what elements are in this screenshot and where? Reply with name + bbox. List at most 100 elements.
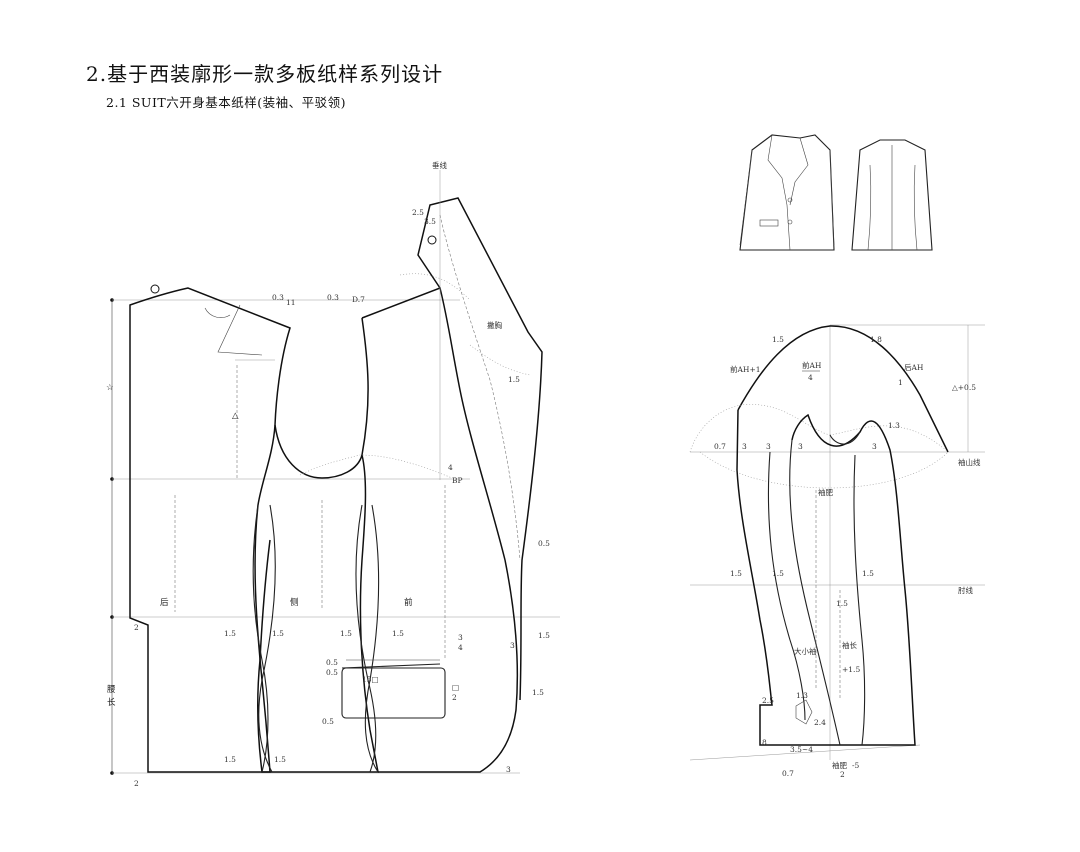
front-ah-label: 前AH+1 <box>730 364 761 374</box>
jacket-back-right-seam <box>913 164 918 251</box>
jacket-front-right-lapel <box>789 137 809 206</box>
elbow-line-label: 肘线 <box>958 585 973 595</box>
m-2-5: 2.5 <box>762 696 774 705</box>
m-frac-3: 3 <box>458 633 463 642</box>
front-neck-point <box>427 235 437 245</box>
center-line-label: 垂线 <box>432 160 447 170</box>
page-title: 2.基于西装廓形一款多板纸样系列设计 <box>86 62 444 86</box>
m-frac-4: 4 <box>458 643 463 652</box>
m-1-3b: 1.3 <box>796 691 808 700</box>
back-panel-outline <box>129 287 291 773</box>
under-sleeve-seam-3 <box>767 451 806 721</box>
front-armhole <box>361 317 369 456</box>
jacket-back-left-seam <box>867 164 872 251</box>
m-3-b: 3 <box>766 442 771 451</box>
label-chest: 撇胸 <box>487 320 502 330</box>
sleeve-width-label: 袖肥 <box>818 487 833 497</box>
m-8: 8 <box>762 738 767 747</box>
side-panel-outline <box>257 424 379 773</box>
m-1-5-n: 1.5 <box>862 569 874 578</box>
label-back: 后 <box>160 597 169 608</box>
m-0-3-11: 0.3 <box>272 293 284 302</box>
jacket-front-left-sleeve <box>739 149 753 246</box>
jacket-front-pocket <box>759 219 779 227</box>
sleeve-bottom-label-3: -5 <box>852 761 860 770</box>
jacket-back-outline <box>851 139 933 251</box>
m-d7: D.7 <box>352 295 365 304</box>
waist-length-label: 腰 <box>107 685 116 695</box>
back-shoulder-dart <box>217 304 263 356</box>
m-1-5-a: 1.5 <box>224 629 236 638</box>
cap-height-num: 前AH <box>802 360 822 370</box>
m-1-5-g: 1.5 <box>538 631 550 640</box>
side-seam-curve-2 <box>258 504 276 773</box>
jacket-front-outline <box>739 134 835 251</box>
m-1-5-l: 1.5 <box>730 569 742 578</box>
label-side: 侧 <box>290 597 299 608</box>
label-2-waist: 2 <box>134 623 139 632</box>
front-side-curve-2 <box>364 504 380 773</box>
cap-line-label: 袖山线 <box>958 457 981 467</box>
m-0-5-a: 0.5 <box>326 658 338 667</box>
jacket-front-left-lapel <box>767 134 791 251</box>
m-1-5-i: 1.5 <box>508 375 520 384</box>
sleeve-under-cap-dotted <box>689 403 831 453</box>
back-dart-curve <box>204 307 231 318</box>
star-symbol: ☆ <box>106 383 114 393</box>
label-front: 前 <box>404 597 413 608</box>
m-3-d: 3 <box>872 442 877 451</box>
body-pattern: ☆ 腰 长 2 2 △ 后 0.3 11 侧 <box>106 160 560 788</box>
under-sleeve-seam-1 <box>789 439 841 746</box>
m-1-5-top: 1.5 <box>772 335 784 344</box>
m-3-5-4: 3.5~4 <box>790 745 813 754</box>
m-1-5-e: 1.5 <box>224 755 236 764</box>
m-1: 1 <box>898 378 903 387</box>
sleeve-bottom-guide <box>689 744 921 761</box>
m-0-5-c: 0.5 <box>322 717 334 726</box>
m-15: 15□ <box>362 675 379 684</box>
sleeve-bottom-label: 袖肥 <box>832 760 847 770</box>
m-3-a: 3 <box>742 442 747 451</box>
back-ah-label: 后AH <box>904 362 924 372</box>
m-1-5-o: 1.5 <box>836 599 848 608</box>
jacket-front-button-2 <box>787 219 793 225</box>
top-sleeve-outline <box>736 409 916 746</box>
m-3-5: 3.5 <box>424 217 436 226</box>
sleeve-length-label-2: +1.5 <box>842 665 860 674</box>
jacket-front-sketch <box>739 134 835 251</box>
jacket-front-button-1 <box>787 197 793 203</box>
m-0-7b: 0.7 <box>782 769 794 778</box>
m-11: 11 <box>286 298 296 307</box>
lapel-outline <box>417 197 543 701</box>
m-3-c: 3 <box>798 442 803 451</box>
m-0-5-b: 0.5 <box>326 668 338 677</box>
back-neck-point <box>150 284 160 294</box>
back-delta-symbol: △ <box>232 411 239 421</box>
label-2-bottom: 2 <box>134 779 139 788</box>
side-seam-curve-1 <box>252 504 269 773</box>
big-small-label: 大小袖 <box>794 646 817 656</box>
sleeve-vent-hexagon <box>795 699 813 725</box>
sleeve-pattern: 1.5 1.8 前AH+1 后AH 前AH 4 1 △+0.5 1.3 袖山线 … <box>689 324 985 779</box>
m-3-4: 3 <box>510 641 515 650</box>
sleeve-length-label: 袖长 <box>842 640 857 650</box>
under-sleeve-seam-2 <box>853 454 866 746</box>
m-0-5-r: 0.5 <box>538 539 550 548</box>
pocket-flap <box>341 667 446 719</box>
m-3: 3 <box>506 765 511 774</box>
cap-plus-label: △+0.5 <box>952 383 976 392</box>
m-1-5-b: 1.5 <box>272 629 284 638</box>
sleeve-cap-curve <box>737 325 949 453</box>
label-bp: BP <box>452 476 463 485</box>
lapel-arc <box>469 344 531 376</box>
cap-height-den: 4 <box>808 373 813 382</box>
m-half-square: □ <box>452 683 459 692</box>
m-1-5-h: 1.5 <box>532 688 544 697</box>
m-1-5-d: 1.5 <box>392 629 404 638</box>
m-4: 4 <box>448 463 453 472</box>
shoulder-arc <box>399 273 471 301</box>
m-1-5-m: 1.5 <box>772 569 784 578</box>
page-subtitle: 2.1 SUIT六开身基本纸样(装袖、平驳领) <box>106 95 346 110</box>
m-2-5: 2.5 <box>412 208 424 217</box>
m-2-4: 2.4 <box>814 718 826 727</box>
